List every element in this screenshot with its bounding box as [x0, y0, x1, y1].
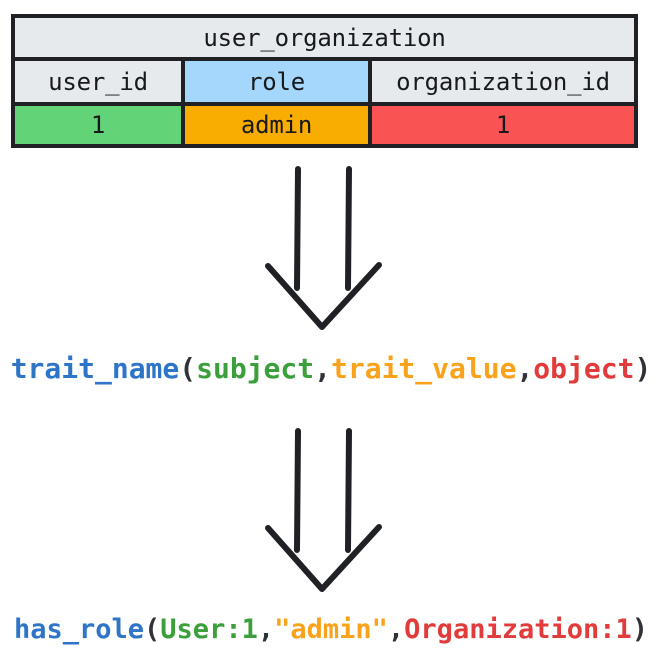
table-header-row: user_id role organization_id — [15, 61, 634, 106]
column-header-user-id: user_id — [15, 61, 185, 102]
token-comma-1: , — [314, 352, 331, 385]
token-comma-3: , — [257, 614, 275, 645]
cell-organization-id: 1 — [372, 106, 634, 144]
token-object: object — [533, 352, 635, 385]
arrow-generic-to-concrete-icon — [265, 428, 382, 592]
cell-user-id: 1 — [15, 106, 185, 144]
token-close-paren: ) — [634, 352, 652, 385]
arrow-table-to-generic-icon — [265, 166, 382, 330]
user-organization-table: user_organization user_id role organizat… — [11, 14, 638, 148]
table-title-row: user_organization — [15, 18, 634, 61]
token-has-role: has_role — [13, 614, 145, 645]
column-header-organization-id: organization_id — [372, 61, 634, 102]
token-comma-2: , — [516, 352, 534, 385]
token-open-paren: ( — [179, 352, 197, 385]
token-admin-literal: "admin" — [274, 614, 388, 645]
token-organization-1: Organization:1 — [404, 614, 632, 645]
token-user-1: User:1 — [160, 614, 258, 645]
concrete-trait-expression: has_role(User:1,"admin",Organization:1) — [0, 614, 662, 645]
token-close-paren-2: ) — [631, 614, 649, 645]
column-header-role: role — [185, 61, 372, 102]
token-subject: subject — [196, 352, 315, 385]
token-trait-value: trait_value — [331, 352, 517, 385]
token-comma-4: , — [387, 614, 405, 645]
generic-trait-expression: trait_name(subject,trait_value,object) — [0, 352, 662, 385]
cell-role: admin — [185, 106, 372, 144]
table-title: user_organization — [15, 18, 634, 57]
token-trait-name: trait_name — [10, 352, 180, 385]
token-open-paren-2: ( — [144, 614, 161, 645]
table-row: 1 admin 1 — [15, 106, 634, 144]
